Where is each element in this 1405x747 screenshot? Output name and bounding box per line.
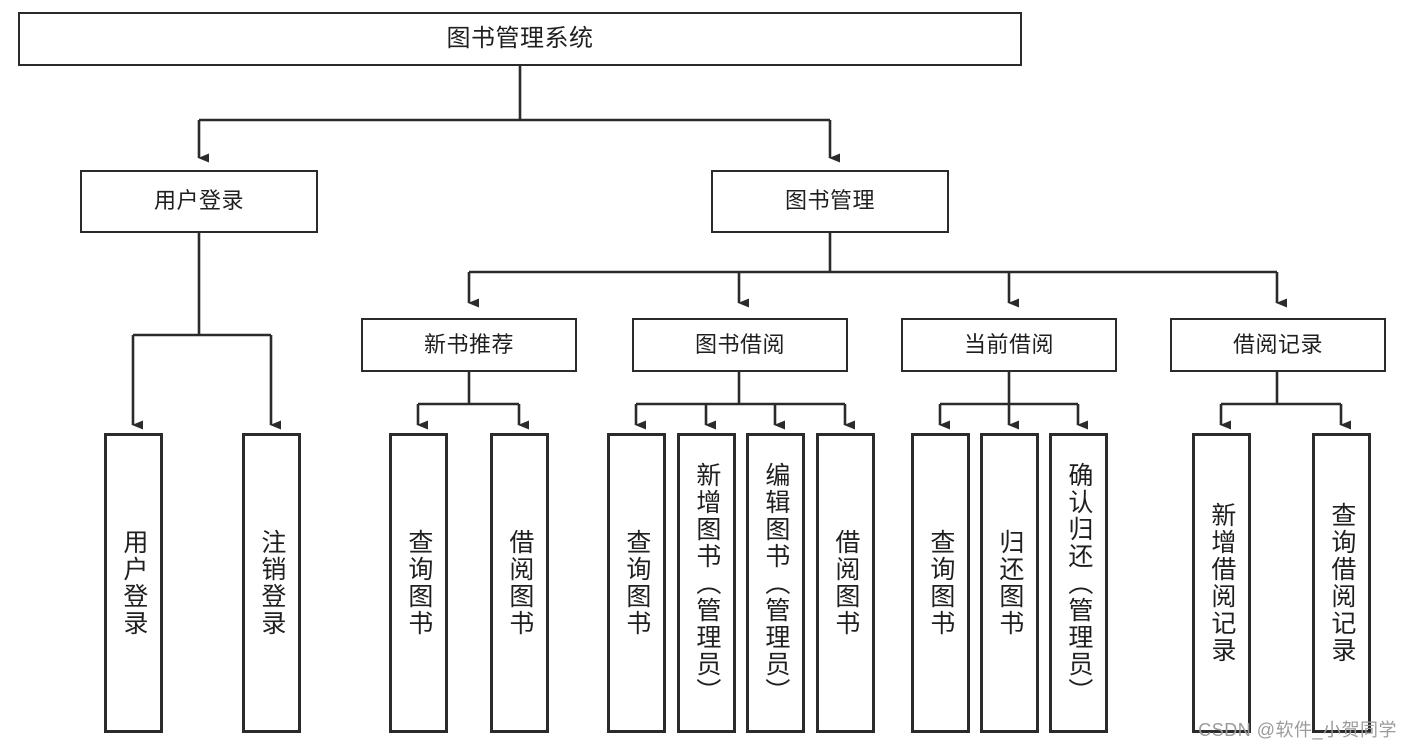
node-leaf-logout[interactable]: 注销登录 xyxy=(242,433,301,733)
node-root-system[interactable]: 图书管理系统 xyxy=(18,12,1022,66)
node-leaf-confirm-return-admin[interactable]: 确认归还（管理员） xyxy=(1049,433,1108,733)
node-new-book-recommend[interactable]: 新书推荐 xyxy=(361,318,577,372)
node-label: 当前借阅 xyxy=(963,331,1054,357)
node-label: 用户登录 xyxy=(119,529,148,637)
node-label: 图书管理 xyxy=(784,188,875,214)
node-leaf-query-book-recommend[interactable]: 查询图书 xyxy=(389,433,448,733)
node-label: 新增借阅记录 xyxy=(1207,502,1236,664)
node-leaf-add-borrow-record[interactable]: 新增借阅记录 xyxy=(1192,433,1251,733)
node-user-login[interactable]: 用户登录 xyxy=(80,170,318,233)
node-label: 编辑图书（管理员） xyxy=(761,461,790,705)
node-leaf-user-login[interactable]: 用户登录 xyxy=(104,433,163,733)
node-label: 查询图书 xyxy=(404,529,433,637)
node-label: 借阅图书 xyxy=(505,529,534,637)
node-label: 新增图书（管理员） xyxy=(692,461,721,705)
node-book-management[interactable]: 图书管理 xyxy=(711,170,949,233)
node-label: 用户登录 xyxy=(153,188,244,214)
node-label: 查询借阅记录 xyxy=(1327,502,1356,664)
node-leaf-borrow-book[interactable]: 借阅图书 xyxy=(816,433,875,733)
node-label: 查询图书 xyxy=(926,529,955,637)
node-leaf-query-book-current[interactable]: 查询图书 xyxy=(911,433,970,733)
node-leaf-query-book-borrow[interactable]: 查询图书 xyxy=(607,433,666,733)
node-borrow-record[interactable]: 借阅记录 xyxy=(1170,318,1386,372)
node-leaf-add-book-admin[interactable]: 新增图书（管理员） xyxy=(677,433,736,733)
node-leaf-return-book[interactable]: 归还图书 xyxy=(980,433,1039,733)
node-current-borrow[interactable]: 当前借阅 xyxy=(901,318,1117,372)
node-label: 确认归还（管理员） xyxy=(1064,461,1093,705)
node-leaf-query-borrow-record[interactable]: 查询借阅记录 xyxy=(1312,433,1371,733)
node-label: 归还图书 xyxy=(995,529,1024,637)
node-label: 注销登录 xyxy=(257,529,286,637)
node-label: 查询图书 xyxy=(622,529,651,637)
node-label: 借阅记录 xyxy=(1232,331,1323,357)
node-label: 图书借阅 xyxy=(694,331,785,357)
node-leaf-edit-book-admin[interactable]: 编辑图书（管理员） xyxy=(746,433,805,733)
node-leaf-borrow-book-recommend[interactable]: 借阅图书 xyxy=(490,433,549,733)
watermark: CSDN @软件_小贺同学 xyxy=(1198,720,1397,740)
node-label: 新书推荐 xyxy=(423,331,514,357)
node-label: 借阅图书 xyxy=(831,529,860,637)
node-label: 图书管理系统 xyxy=(446,24,594,52)
node-book-borrow[interactable]: 图书借阅 xyxy=(632,318,848,372)
